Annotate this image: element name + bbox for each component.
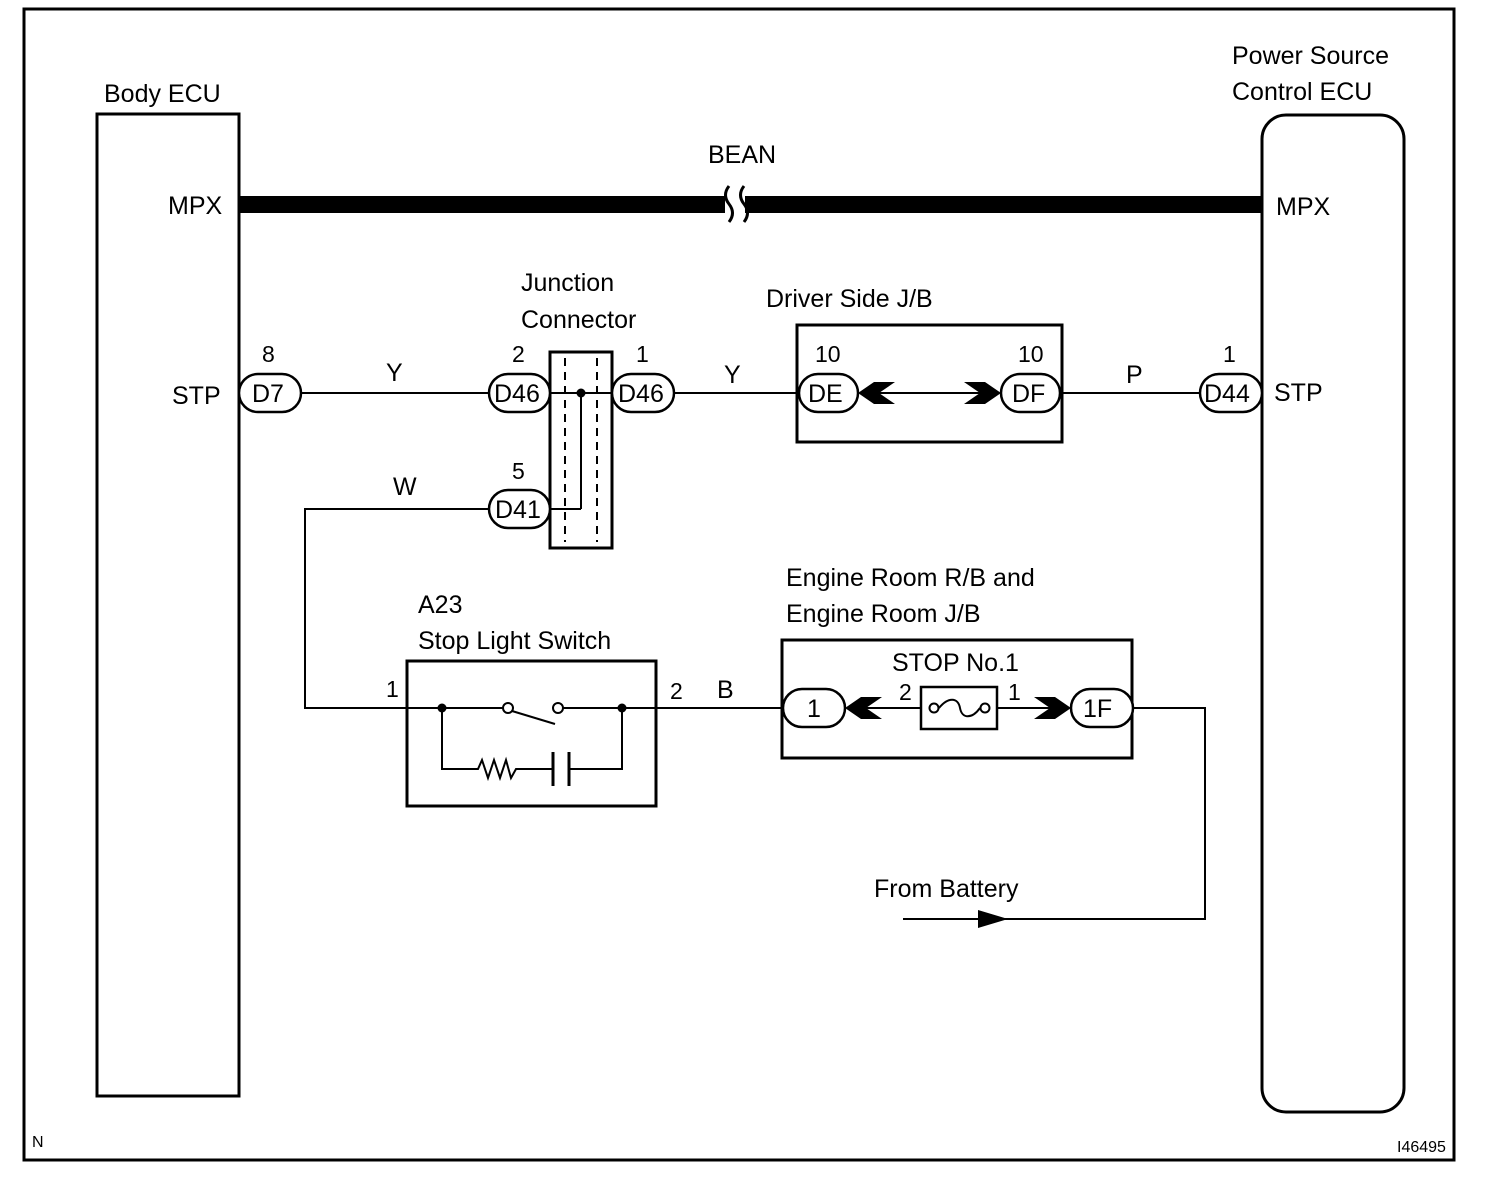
connector-d41-label: D41 xyxy=(495,496,541,524)
connector-er-1-label: 1 xyxy=(807,695,821,723)
wire-battery xyxy=(903,707,1206,920)
battery-arrow-icon xyxy=(978,910,1008,928)
connector-d44-label: D44 xyxy=(1204,380,1250,408)
connector-de-label: DE xyxy=(808,380,843,408)
switch-symbol xyxy=(407,702,656,725)
pin-d7: 8 xyxy=(262,341,275,367)
connector-er-1-arrow-icon xyxy=(845,697,882,719)
pin-switch-in: 1 xyxy=(386,676,399,702)
driver-jb-title: Driver Side J/B xyxy=(766,285,933,313)
diagram-frame xyxy=(22,7,1456,1162)
junction-connector-title-line1: Junction xyxy=(521,269,614,297)
connector-d7: D7 xyxy=(237,372,303,414)
fuse-icon xyxy=(919,685,999,731)
connector-er-1f: 1F xyxy=(1069,687,1135,729)
connector-de-arrow-icon xyxy=(858,382,895,404)
pin-d41: 5 xyxy=(512,458,525,484)
wire-d41-switch xyxy=(304,508,489,709)
connector-d41: D41 xyxy=(487,488,552,530)
bean-label: BEAN xyxy=(708,141,776,169)
body-ecu-stp-label: STP xyxy=(172,382,221,410)
bean-bus xyxy=(239,185,1262,223)
connector-df-label: DF xyxy=(1012,380,1045,408)
engine-rb-title-line1: Engine Room R/B and xyxy=(786,564,1035,592)
body-ecu-mpx-label: MPX xyxy=(168,192,223,220)
engine-rb-title-line2: Engine Room J/B xyxy=(786,600,981,628)
connector-er-1: 1 xyxy=(781,687,847,729)
body-ecu-box xyxy=(95,112,241,1098)
connector-er-1f-label: 1F xyxy=(1083,695,1112,723)
figure-code: I46495 xyxy=(1397,1139,1446,1156)
power-ecu-stp-label: STP xyxy=(1274,379,1323,407)
connector-er-1f-arrow-icon xyxy=(1034,697,1071,719)
wire-color-w: W xyxy=(393,473,417,501)
battery-label: From Battery xyxy=(874,875,1019,903)
corner-mark-n: N xyxy=(32,1134,44,1151)
junction-connector-title-line2: Connector xyxy=(521,306,636,334)
connector-d7-label: D7 xyxy=(252,380,284,408)
power-ecu-box xyxy=(1260,113,1406,1114)
fuse-label: STOP No.1 xyxy=(892,649,1019,677)
connector-df: DF xyxy=(999,372,1062,414)
pin-fuse-out: 1 xyxy=(1008,679,1021,705)
pin-fuse-in: 2 xyxy=(899,679,912,705)
pin-d46-out: 1 xyxy=(636,341,649,367)
pin-switch-out: 2 xyxy=(670,678,683,704)
junction-connector-box xyxy=(548,350,614,550)
connector-d46-in-label: D46 xyxy=(494,380,540,408)
pin-d46-in: 2 xyxy=(512,341,525,367)
power-ecu-title-line1: Power Source xyxy=(1232,42,1389,70)
wire-color-b: B xyxy=(717,676,734,704)
connector-d46-out: D46 xyxy=(610,372,676,414)
wire-color-y1: Y xyxy=(386,359,403,387)
pin-de: 10 xyxy=(815,341,841,367)
stop-switch-title: Stop Light Switch xyxy=(418,627,611,655)
wire-color-p: P xyxy=(1126,361,1143,389)
connector-d46-out-label: D46 xyxy=(618,380,664,408)
wire-color-y2: Y xyxy=(724,361,741,389)
connector-de: DE xyxy=(797,372,860,414)
connector-d44: D44 xyxy=(1198,372,1264,414)
stop-switch-code: A23 xyxy=(418,591,462,619)
power-ecu-title-line2: Control ECU xyxy=(1232,78,1372,106)
resistor-capacitor-branch xyxy=(441,708,623,786)
stop-switch-box xyxy=(405,659,658,808)
connector-df-arrow-icon xyxy=(964,382,1001,404)
driver-jb-box xyxy=(795,323,1064,444)
body-ecu-title: Body ECU xyxy=(104,80,221,108)
pin-d44: 1 xyxy=(1223,341,1236,367)
pin-df: 10 xyxy=(1018,341,1044,367)
connector-d46-in: D46 xyxy=(487,372,552,414)
power-ecu-mpx-label: MPX xyxy=(1276,193,1331,221)
